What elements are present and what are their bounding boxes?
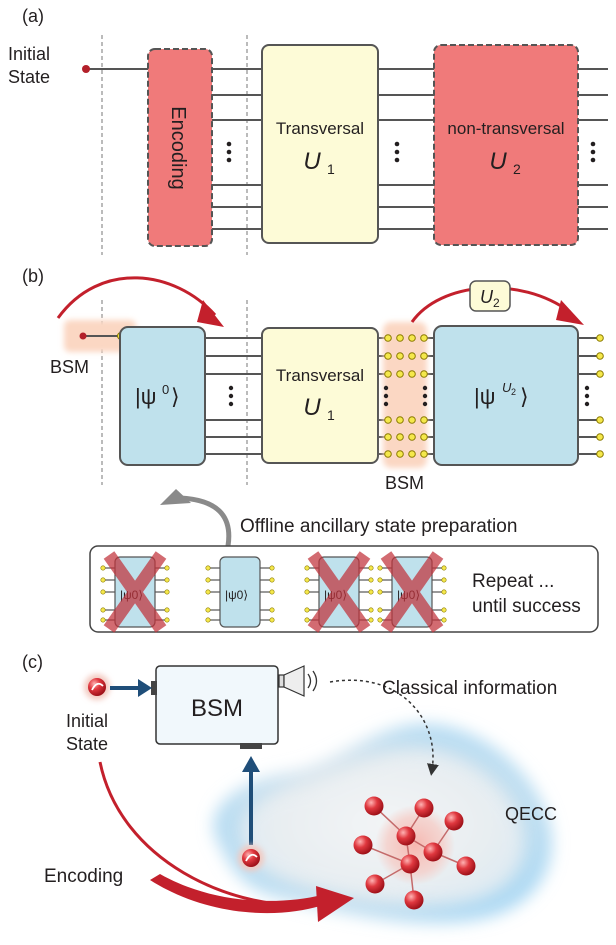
u2-subscript-b: 2 bbox=[493, 296, 500, 310]
initial-state-c-line2: State bbox=[66, 734, 108, 754]
input-qubit-dot bbox=[82, 65, 90, 73]
u1-subscript: 1 bbox=[327, 161, 335, 177]
speaker-icon bbox=[278, 665, 318, 697]
failure-x-mark bbox=[380, 551, 444, 633]
mini-state-failed: |ψ0⟩ bbox=[377, 551, 447, 633]
failure-x-mark bbox=[103, 551, 167, 633]
panel-c-tag: (c) bbox=[22, 652, 43, 672]
panel-c: (c) QECC BSM bbox=[22, 652, 557, 924]
non-transversal-u2-box bbox=[433, 44, 579, 246]
psi0-right: ⟩ bbox=[171, 384, 180, 409]
u2-label: U bbox=[489, 148, 507, 175]
psiU2-right: ⟩ bbox=[520, 384, 529, 409]
qecc-halo bbox=[375, 805, 455, 885]
panel-a-tag: (a) bbox=[22, 6, 44, 26]
panel-b-tag: (b) bbox=[22, 266, 44, 286]
ancilla-qubit bbox=[242, 849, 260, 867]
transversal-u1-box-b bbox=[261, 327, 379, 464]
encoding-arrow-head bbox=[316, 886, 354, 922]
classical-info-arrow bbox=[329, 679, 439, 776]
encoding-sweep bbox=[150, 874, 322, 914]
transversal-u1-box bbox=[261, 44, 379, 244]
panel-a-initial-state-line1: Initial bbox=[8, 44, 50, 64]
initial-state-c-line1: Initial bbox=[66, 711, 108, 731]
panel-b-qubit-dots bbox=[384, 334, 604, 458]
repeat-line2: until success bbox=[472, 596, 581, 617]
psiU2-sup-sub: 2 bbox=[511, 387, 516, 397]
bsm-box-c bbox=[155, 665, 279, 745]
red-arrow-left-head bbox=[197, 300, 224, 327]
mini-state-success: |ψ0⟩ bbox=[205, 556, 275, 628]
qecc-label: QECC bbox=[505, 804, 557, 824]
qecc-qubits bbox=[353, 796, 476, 910]
u1-label: U bbox=[303, 148, 321, 175]
gray-arrow-head bbox=[160, 489, 191, 505]
transversal-label-b: Transversal bbox=[276, 366, 364, 385]
u2-subscript: 2 bbox=[513, 161, 521, 177]
bsm-box-label: BSM bbox=[191, 695, 243, 722]
panel-a-wires bbox=[212, 68, 608, 230]
psi0-left: |ψ bbox=[135, 384, 156, 409]
initial-state-qubit bbox=[88, 678, 106, 696]
panel-a: (a) Initial State Encoding bbox=[8, 6, 608, 255]
offline-prep-label: Offline ancillary state preparation bbox=[240, 516, 517, 537]
bsm-mid-glow bbox=[383, 322, 427, 468]
encoding-box bbox=[147, 48, 213, 247]
psiU2-left: |ψ bbox=[474, 384, 495, 409]
classical-info-label: Classical information bbox=[382, 678, 557, 699]
repeat-line1: Repeat ... bbox=[472, 571, 554, 592]
bsm-left-label: BSM bbox=[50, 357, 89, 377]
panel-a-ellipses bbox=[226, 141, 596, 163]
psiU2-sup: U bbox=[502, 380, 512, 395]
mini-psi0-label: |ψ0⟩ bbox=[225, 588, 248, 602]
blue-arrow-up-head bbox=[242, 756, 260, 772]
psiU2-box bbox=[433, 325, 579, 466]
mini-state-failed: |ψ0⟩ bbox=[100, 551, 170, 633]
psi0-box bbox=[119, 326, 206, 466]
transversal-label: Transversal bbox=[276, 119, 364, 138]
failure-x-mark bbox=[307, 551, 371, 633]
blue-arrow-right-head bbox=[138, 679, 152, 697]
u1-label-b: U bbox=[303, 394, 321, 421]
non-transversal-label: non-transversal bbox=[447, 119, 564, 138]
bsm-left-input-dot bbox=[79, 332, 87, 340]
psi0-sup: 0 bbox=[162, 382, 169, 397]
panel-b-ellipses bbox=[228, 385, 590, 407]
bsm-mid-label: BSM bbox=[385, 473, 424, 493]
mini-state-failed: |ψ0⟩ bbox=[304, 551, 374, 633]
mini-state-row: |ψ0⟩|ψ0⟩|ψ0⟩|ψ0⟩ bbox=[100, 551, 447, 633]
u2-box-b bbox=[469, 280, 511, 312]
u2-label-b: U bbox=[480, 287, 494, 307]
panel-a-initial-state-line2: State bbox=[8, 67, 50, 87]
red-arrow-right-head bbox=[556, 300, 584, 325]
panel-b: (b) BSM |ψ 0 ⟩ Transversal bbox=[22, 266, 604, 633]
encoding-label: Encoding bbox=[167, 106, 189, 189]
u1-subscript-b: 1 bbox=[327, 407, 335, 423]
encoding-c-label: Encoding bbox=[44, 866, 123, 887]
